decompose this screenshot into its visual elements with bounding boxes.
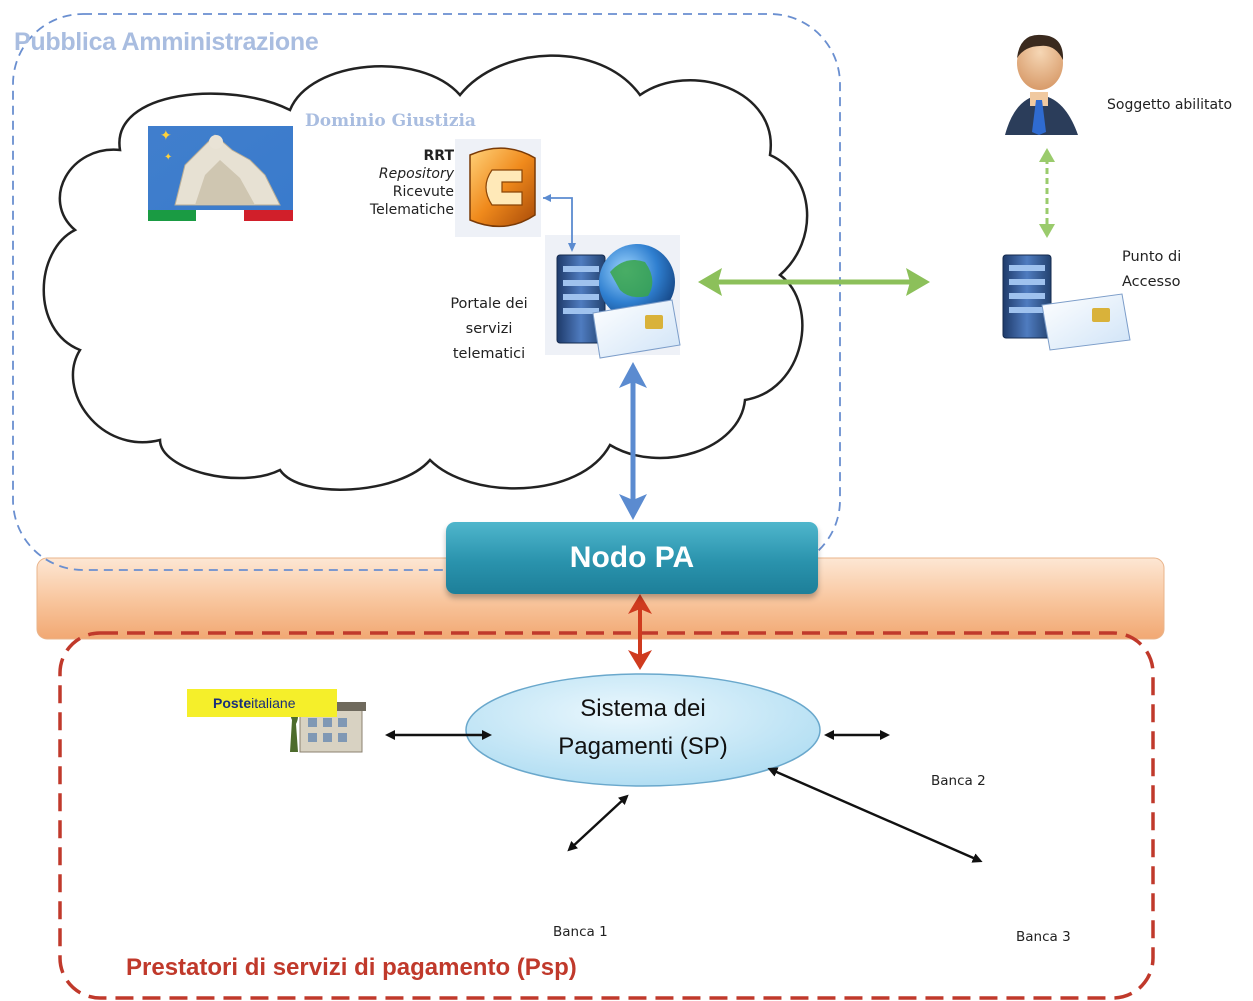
rrt-connector-arrowhead [543, 194, 551, 202]
pa-title: Pubblica Amministrazione [14, 28, 319, 56]
sp-line2: Pagamenti (SP) [558, 733, 728, 760]
banca2-label: Banca 2 [931, 773, 986, 789]
sistema-pagamenti-label: Sistema dei Pagamenti (SP) [470, 690, 816, 766]
dominio-title: Dominio Giustizia [305, 111, 476, 131]
portale-server-icon [545, 235, 681, 359]
soggetto-person-icon [1005, 34, 1078, 135]
green-double-arrow [698, 268, 930, 296]
soggetto-label: Soggetto abilitato [1107, 97, 1233, 113]
punto-line2: Accesso [1122, 274, 1181, 290]
green-dashed-arrow [1039, 148, 1055, 238]
portale-line1: Portale dei [450, 296, 528, 312]
rrt-label: RRT Repository Ricevute Telematiche [340, 147, 454, 219]
pa-container [12, 13, 841, 571]
psp-container [58, 631, 1155, 1000]
emblem-image: ✦ ✦ [148, 126, 293, 221]
poste-brand-light: italiane [251, 695, 296, 711]
portale-label: Portale dei servizi telematici [430, 292, 548, 367]
poste-italiane-logo: Posteitaliane [187, 689, 337, 717]
psp-title: Prestatori di servizi di pagamento (Psp) [126, 954, 577, 981]
nodo-pa-label: Nodo PA [569, 541, 695, 574]
rrt-line3: Telematiche [369, 202, 454, 218]
sp-line1: Sistema dei [580, 695, 706, 722]
red-double-arrow [628, 594, 652, 670]
portale-connector-arrowhead [568, 243, 576, 252]
arrow-sp-banca3 [767, 767, 983, 863]
rrt-portale-connector [543, 197, 573, 248]
svg-text:✦: ✦ [164, 152, 172, 163]
banca1-label: Banca 1 [553, 924, 608, 940]
arrow-sp-banca1 [567, 794, 629, 852]
poste-brand-bold: Poste [213, 695, 252, 711]
rrt-line2: Ricevute [392, 184, 454, 200]
rrt-abbr: RRT [423, 148, 454, 164]
svg-text:✦: ✦ [160, 128, 172, 144]
portale-line2: servizi [465, 321, 513, 337]
punto-accesso-server-icon [1002, 254, 1131, 351]
nodo-pa-box: Nodo PA [446, 522, 818, 594]
punto-line1: Punto di [1122, 249, 1182, 265]
banca3-label: Banca 3 [1016, 929, 1071, 945]
rrt-line1: Repository [378, 166, 454, 182]
punto-accesso-label: Punto di Accesso [1122, 245, 1181, 295]
rrt-repository-icon [455, 139, 541, 237]
portale-line3: telematici [452, 346, 526, 362]
blue-double-arrow [619, 362, 647, 520]
